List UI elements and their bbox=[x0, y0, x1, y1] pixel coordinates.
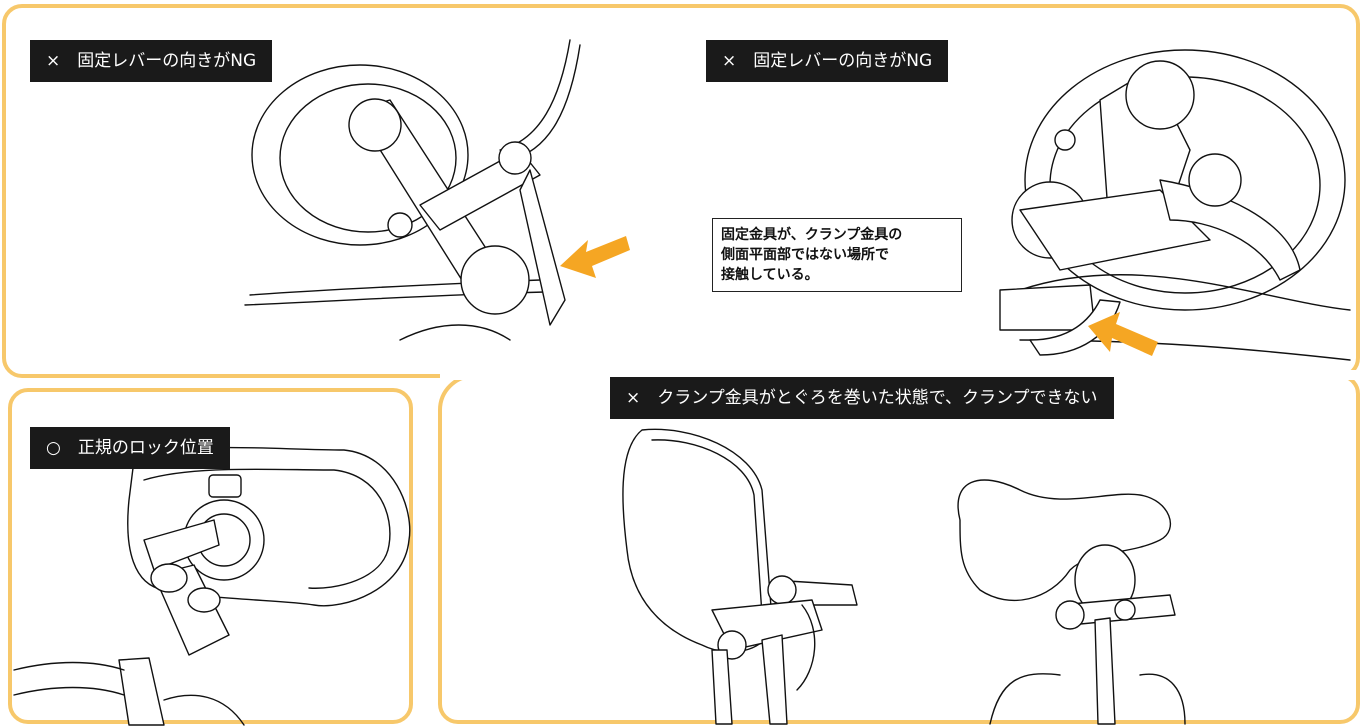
top-left-label: × 固定レバーの向きがNG bbox=[30, 40, 273, 82]
bottom-right-headrest-illustration-b bbox=[957, 479, 1186, 725]
top-left-lever-illustration bbox=[244, 39, 581, 341]
note-line-3: 接触している。 bbox=[721, 267, 819, 283]
note-line-1: 固定金具が、クランプ金具の bbox=[721, 227, 903, 243]
top-right-note: 固定金具が、クランプ金具の 側面平面部ではない場所で 接触している。 bbox=[712, 218, 962, 292]
top-right-lever-illustration bbox=[999, 49, 1351, 361]
bottom-right-panel-frame bbox=[438, 374, 1360, 724]
note-line-2: 側面平面部ではない場所で bbox=[721, 247, 889, 263]
bottom-left-panel-frame bbox=[8, 388, 413, 724]
bottom-right-headrest-illustration-a bbox=[622, 428, 858, 725]
frame-seam-left bbox=[2, 346, 6, 376]
top-right-label: × 固定レバーの向きがNG bbox=[706, 40, 949, 82]
arrow-icon bbox=[560, 236, 630, 278]
arrow-icon bbox=[1088, 312, 1158, 356]
bottom-right-label: × クランプ金具がとぐろを巻いた状態で、クランプできない bbox=[610, 377, 1114, 419]
bottom-left-lock-illustration bbox=[13, 446, 411, 726]
frame-seam-cover bbox=[440, 370, 1358, 380]
bottom-left-label: ○ 正規のロック位置 bbox=[30, 427, 230, 469]
